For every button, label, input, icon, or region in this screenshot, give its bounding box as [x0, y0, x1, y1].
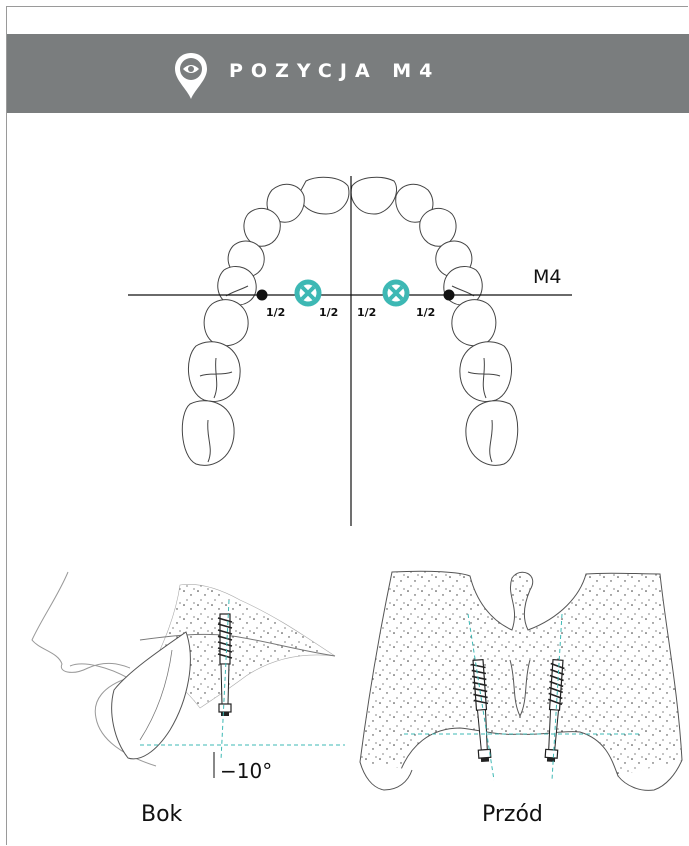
fraction-label: 1/2	[416, 306, 435, 319]
m4-label: M4	[533, 266, 561, 288]
angle-label: −10°	[220, 759, 272, 783]
dental-arch: M4 1/2 1/2 1/2 1/2	[128, 176, 572, 526]
insertion-marker-left	[297, 282, 319, 304]
teeth-right	[351, 177, 518, 465]
insertion-marker-right	[385, 282, 407, 304]
front-view-caption: Przód	[482, 802, 543, 827]
canine-point-left	[257, 290, 268, 301]
fraction-label: 1/2	[319, 306, 338, 319]
teeth-left	[182, 177, 349, 465]
canine-point-right	[444, 290, 455, 301]
fraction-label: 1/2	[357, 306, 376, 319]
front-view-illustration	[360, 571, 682, 790]
side-view-caption: Bok	[141, 802, 182, 827]
fraction-label: 1/2	[266, 306, 285, 319]
side-view-illustration: −10°	[32, 572, 345, 783]
